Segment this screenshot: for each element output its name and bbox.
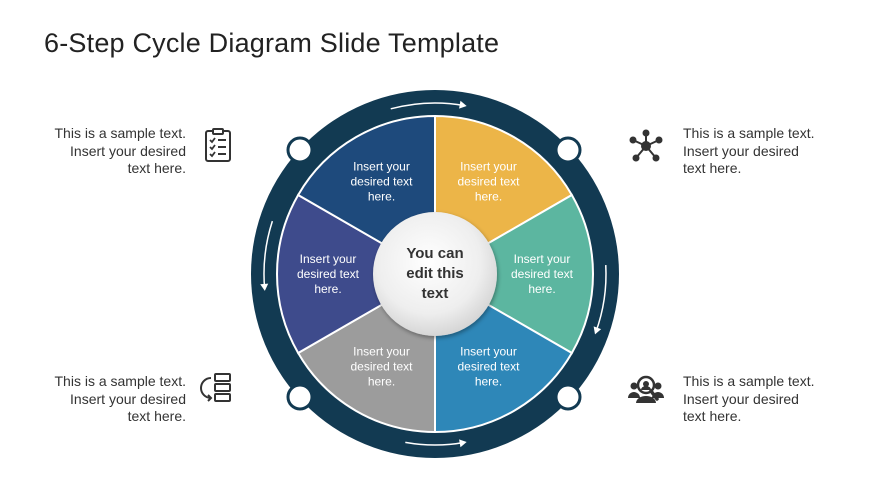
ring-node-2 — [554, 136, 582, 164]
segment-2-label: desired text — [511, 267, 574, 281]
center-text-line: edit this — [406, 265, 464, 282]
segment-6-label: here. — [368, 189, 395, 203]
team-search-icon — [628, 373, 664, 409]
segment-5-label: Insert your — [300, 252, 357, 266]
segment-6-label: Insert your — [353, 159, 410, 173]
segment-4-label: Insert your — [353, 345, 410, 359]
segment-2-label: Insert your — [514, 252, 571, 266]
cycle-arrow-head-1 — [459, 100, 467, 109]
ring-node-3 — [286, 383, 314, 411]
note-top-left: This is a sample text. Insert your desir… — [54, 125, 187, 176]
cycle-segment-5 — [276, 193, 437, 355]
cycle-arrow-head-4 — [260, 283, 269, 291]
ring-node-4 — [554, 383, 582, 411]
segment-1-label: here. — [475, 189, 502, 203]
slide-title: 6-Step Cycle Diagram Slide Template — [44, 28, 500, 58]
center-text-line: text — [422, 285, 449, 302]
cycle-arrow-1 — [390, 102, 465, 110]
note-bottom-left: This is a sample text. Insert your desir… — [54, 373, 187, 424]
segment-4-label: desired text — [350, 360, 413, 374]
segment-1-label: desired text — [457, 174, 520, 188]
segment-2-label: here. — [528, 282, 555, 296]
segment-6-label: desired text — [350, 174, 413, 188]
segment-1-label: Insert your — [460, 159, 517, 173]
cycle-arrow-head-2 — [593, 326, 602, 335]
center-text-line: You can — [406, 245, 463, 262]
ring-node-1 — [286, 136, 314, 164]
segment-3-label: Insert your — [460, 345, 517, 359]
cycle-arrow-head-3 — [459, 439, 467, 448]
process-list-icon — [199, 370, 235, 406]
checklist-icon — [200, 127, 236, 163]
segment-3-label: desired text — [457, 360, 520, 374]
segment-4-label: here. — [368, 375, 395, 389]
cycle-segment-2 — [433, 193, 594, 355]
center-circle — [373, 212, 497, 336]
segment-5-label: here. — [314, 282, 341, 296]
segment-5-label: desired text — [297, 267, 360, 281]
note-top-right: This is a sample text. Insert your desir… — [683, 125, 815, 176]
note-bottom-right: This is a sample text. Insert your desir… — [683, 373, 815, 424]
network-icon — [628, 128, 664, 164]
segment-3-label: here. — [475, 375, 502, 389]
